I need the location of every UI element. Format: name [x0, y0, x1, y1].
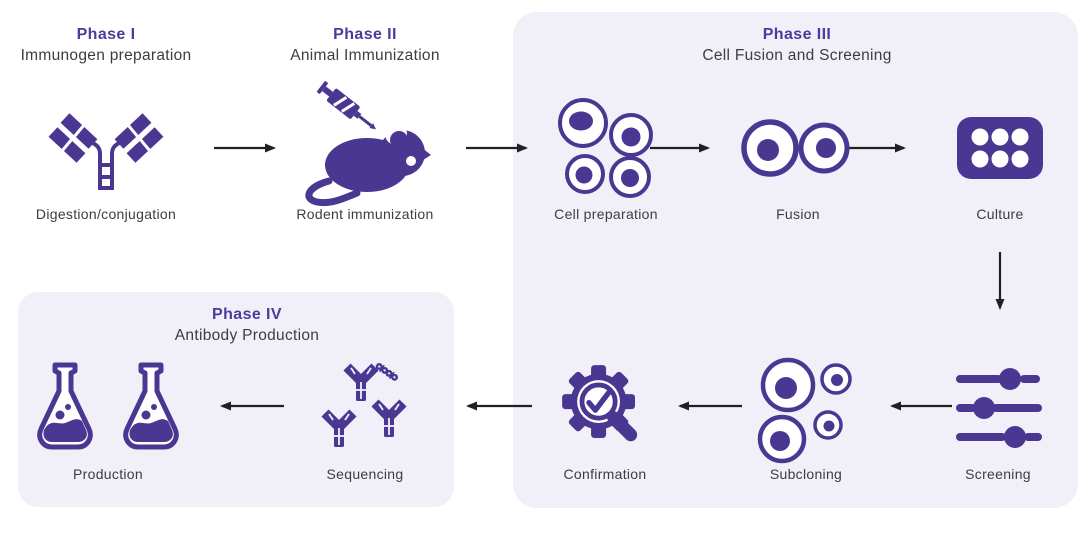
antibody-glyph [321, 363, 407, 447]
phase-3-subtitle: Cell Fusion and Screening [702, 46, 892, 64]
phase-4-title: Phase IV [212, 306, 282, 323]
step-rodent-immunization: Rodent immunization [265, 81, 465, 222]
step-label: Screening [965, 466, 1031, 482]
phase-4-subtitle: Antibody Production [174, 326, 320, 344]
mouse-syringe-icon [295, 81, 435, 207]
flask-glyph [37, 362, 179, 450]
phase-1-title: Phase I [76, 26, 136, 43]
step-screening: Screening [898, 360, 1088, 482]
step-culture: Culture [900, 100, 1088, 222]
step-label: Sequencing [326, 466, 404, 482]
phase-4-panel [18, 292, 454, 507]
culture-plate-icon [956, 100, 1044, 196]
step-label: Fusion [776, 206, 820, 222]
step-label: Culture [976, 206, 1024, 222]
step-label: Subcloning [769, 466, 843, 482]
cells-icon [551, 98, 661, 198]
step-sequencing: Sequencing [265, 360, 465, 482]
flasks-icon [24, 360, 192, 456]
phase-2-title: Phase II [333, 26, 397, 43]
cell-colonies-icon [752, 357, 860, 464]
phase-3-header: Phase III Cell Fusion and Screening [702, 24, 891, 67]
phase-1-header: Phase I Immunogen preparation [21, 24, 192, 67]
phase-2-subtitle: Animal Immunization [290, 46, 440, 64]
antibodies-dna-icon [313, 360, 417, 456]
sliders-icon [952, 360, 1044, 456]
step-label: Production [73, 466, 143, 482]
phase-4-header: Phase IV Antibody Production [175, 304, 319, 347]
phase-3-title: Phase III [762, 26, 832, 43]
step-digestion-conjugation: Digestion/conjugation [6, 100, 206, 222]
step-fusion: Fusion [698, 100, 898, 222]
step-cell-preparation: Cell preparation [506, 98, 706, 222]
phase-1-subtitle: Immunogen preparation [20, 46, 192, 64]
phase-2-header: Phase II Animal Immunization [290, 24, 440, 67]
step-label: Digestion/conjugation [35, 206, 177, 222]
step-confirmation: Confirmation [505, 360, 705, 482]
gear-magnifier-check-icon [560, 360, 650, 456]
step-production: Production [8, 360, 208, 482]
step-label: Cell preparation [554, 206, 658, 222]
fused-cells-icon [740, 100, 856, 196]
step-label: Rodent immunization [296, 206, 434, 222]
antibody-icon [43, 100, 169, 196]
step-label: Confirmation [563, 466, 647, 482]
step-subcloning: Subcloning [706, 357, 906, 482]
